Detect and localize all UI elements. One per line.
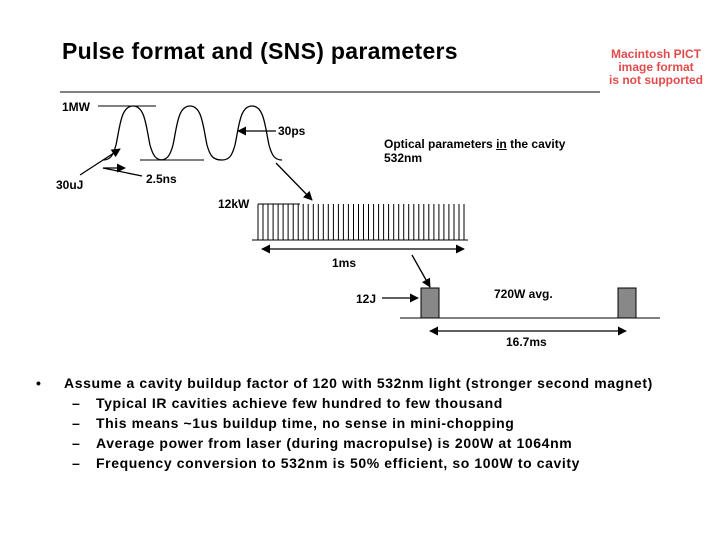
pict-line-1: Macintosh PICT (610, 47, 701, 61)
sub-bullet-dash: – (72, 415, 81, 431)
sub-bullet-text: This means ~1us buildup time, no sense i… (96, 415, 515, 431)
pict-line-2: image format (618, 60, 694, 74)
label-12j: 12J (356, 292, 377, 306)
optical-wavelength: 532nm (384, 151, 423, 165)
optical-prefix: Optical parameters (384, 137, 497, 151)
sub-bullet-dash: – (72, 455, 81, 471)
optical-parameters: Optical parameters in the cavity 532nm (384, 137, 565, 165)
bullet-dot: • (36, 375, 42, 391)
arrow-to-macropulse (411, 254, 431, 288)
micropulse-2 (159, 105, 223, 161)
sub-bullet-dash: – (72, 435, 81, 451)
bullet-main-text: Assume a cavity buildup factor of 120 wi… (64, 375, 653, 391)
pict-placeholder: Macintosh PICT image format is not suppo… (604, 48, 708, 87)
sub-bullet-text: Average power from laser (during macropu… (96, 435, 573, 451)
label-1ms: 1ms (332, 256, 357, 270)
sub-bullet-text: Frequency conversion to 532nm is 50% eff… (96, 455, 581, 471)
slide-title: Pulse format and (SNS) parameters (62, 38, 458, 64)
label-720w: 720W avg. (494, 287, 553, 301)
macropulse-2 (617, 287, 637, 319)
pict-line-3: is not supported (609, 73, 703, 87)
label-12kw: 12kW (218, 197, 250, 211)
arrow-to-train (275, 162, 313, 201)
micropulse-3 (221, 105, 283, 161)
label-30ps: 30ps (278, 124, 306, 138)
sub-bullet-dash: – (72, 395, 81, 411)
pulse-train (257, 204, 465, 240)
arrow-2-5ns (102, 167, 143, 177)
optical-suffix: the cavity (506, 137, 566, 151)
label-30uj: 30uJ (56, 178, 84, 192)
label-1mw: 1MW (62, 100, 90, 114)
label-16-7ms: 16.7ms (506, 335, 547, 349)
label-2-5ns: 2.5ns (146, 172, 177, 186)
macropulse-1 (420, 287, 440, 319)
optical-underlined: in (496, 137, 507, 151)
micropulse-1 (102, 105, 164, 161)
arrow-30uj (79, 148, 121, 176)
sub-bullet-text: Typical IR cavities achieve few hundred … (96, 395, 503, 411)
